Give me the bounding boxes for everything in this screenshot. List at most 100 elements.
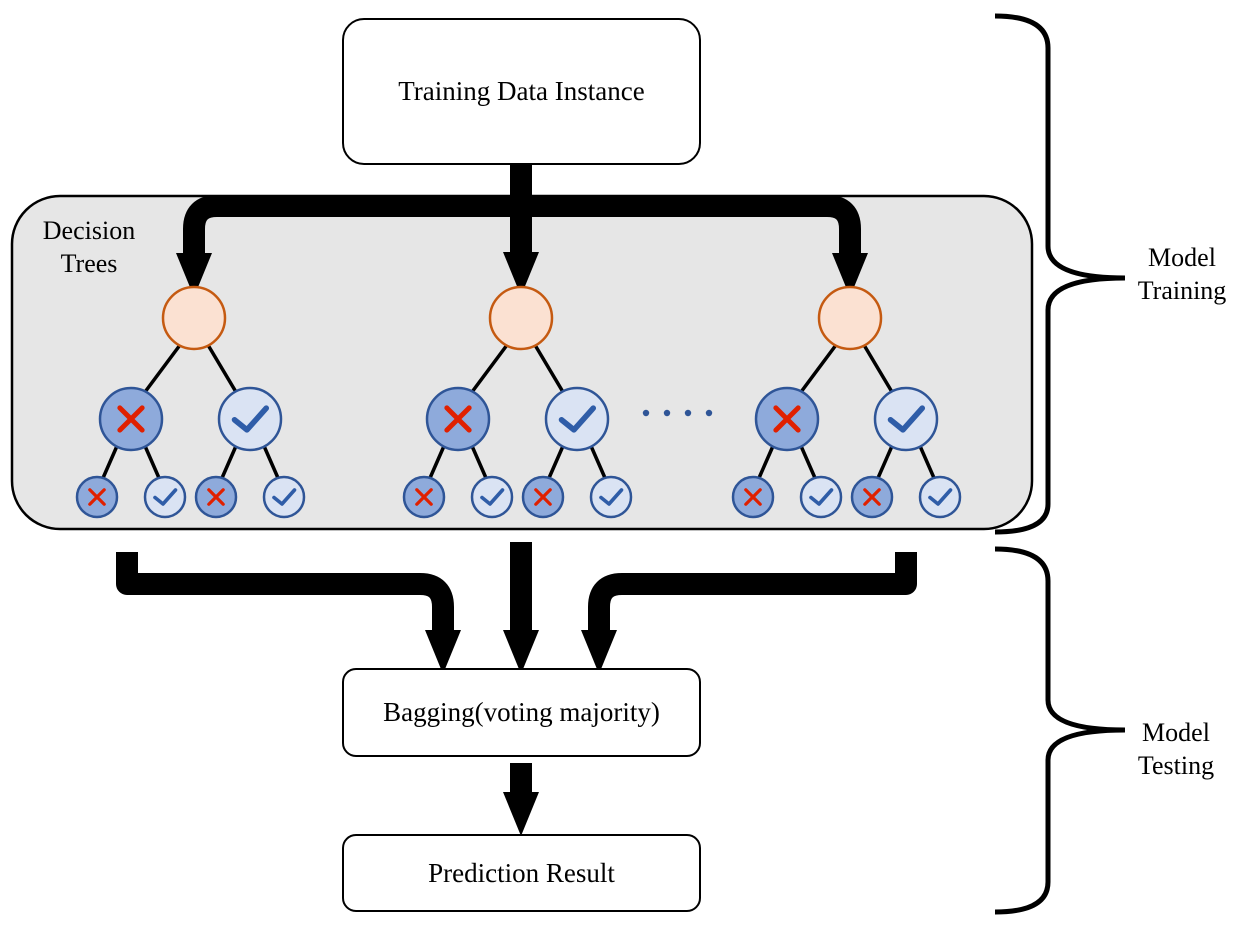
- leaf-node-right-circle: [470, 475, 514, 519]
- prediction-result-box: Prediction Result: [342, 834, 701, 912]
- leaf-node-right: [589, 475, 633, 519]
- training-data-label: Training Data Instance: [398, 76, 645, 106]
- tree-edge: [799, 343, 838, 394]
- tree-edge: [101, 445, 119, 479]
- child-node-wrong: [98, 386, 164, 452]
- prediction-result-label: Prediction Result: [428, 857, 615, 888]
- model-testing-line2: Testing: [1137, 751, 1215, 780]
- root-node: [488, 285, 554, 351]
- leaf-node-right-circle: [262, 475, 306, 519]
- cross-icon: [207, 488, 225, 506]
- tree-edges: [101, 343, 280, 479]
- tree-edge: [757, 445, 775, 479]
- check-icon: [809, 488, 834, 506]
- cross-icon: [415, 488, 433, 506]
- root-node: [161, 285, 227, 351]
- cross-icon: [863, 488, 881, 506]
- arrow-train-right: [521, 195, 868, 297]
- tree-edges: [757, 343, 936, 479]
- child-node-right-circle: [544, 386, 610, 452]
- tree-1: [75, 285, 306, 519]
- trees-layer: [75, 285, 962, 519]
- arrow-train-left: [176, 195, 521, 297]
- tree-edge: [428, 445, 446, 479]
- check-icon: [231, 405, 270, 433]
- model-testing-line1: Model: [1142, 718, 1210, 747]
- bagging-label: Bagging(voting majority): [383, 697, 660, 727]
- leaf-node-wrong: [75, 475, 119, 519]
- tree-edge: [206, 344, 238, 393]
- tree-edge: [470, 445, 488, 479]
- ellipsis-dot: [705, 409, 713, 417]
- tree-edge: [799, 445, 817, 479]
- check-icon: [153, 488, 178, 506]
- check-icon: [928, 488, 953, 506]
- cross-icon: [773, 405, 801, 433]
- leaf-node-right: [918, 475, 962, 519]
- tree-edge: [533, 344, 565, 393]
- cross-icon: [534, 488, 552, 506]
- tree-edge: [876, 445, 894, 479]
- tree-edges: [428, 343, 607, 479]
- tree-edge: [547, 445, 565, 479]
- leaf-node-wrong: [850, 475, 894, 519]
- ellipsis-dot: [684, 409, 692, 417]
- child-node-right: [873, 386, 939, 452]
- bagging-box: Bagging(voting majority): [342, 668, 701, 757]
- ellipsis-dot: [642, 409, 650, 417]
- ellipsis-dot: [663, 409, 671, 417]
- arrow-vote-left: [116, 552, 461, 674]
- model-training-line1: Model: [1148, 243, 1216, 272]
- leaf-node-wrong: [194, 475, 238, 519]
- leaf-node-wrong: [521, 475, 565, 519]
- check-icon: [558, 405, 597, 433]
- check-icon: [480, 488, 505, 506]
- leaf-node-right-circle: [918, 475, 962, 519]
- leaf-node-right: [799, 475, 843, 519]
- decision-trees-label-line1: Decision: [42, 216, 136, 245]
- child-node-right: [217, 386, 283, 452]
- training-arrows: [176, 165, 868, 297]
- tree-2: [402, 285, 633, 519]
- tree-edge: [220, 445, 238, 479]
- leaf-node-right-circle: [143, 475, 187, 519]
- arrow-vote-right: [581, 552, 917, 674]
- leaf-node-right-circle: [589, 475, 633, 519]
- child-node-wrong: [754, 386, 820, 452]
- tree-edge: [143, 445, 161, 479]
- cross-icon: [117, 405, 145, 433]
- leaf-node-right: [143, 475, 187, 519]
- check-icon: [887, 405, 926, 433]
- tree-edge: [589, 445, 607, 479]
- cross-icon: [444, 405, 472, 433]
- cross-icon: [744, 488, 762, 506]
- leaf-node-wrong: [731, 475, 775, 519]
- training-data-box: Training Data Instance: [342, 18, 701, 165]
- cross-icon: [88, 488, 106, 506]
- tree-edge: [262, 445, 280, 479]
- child-node-right: [544, 386, 610, 452]
- decision-trees-label-line2: Trees: [60, 249, 118, 278]
- voting-arrows: [116, 542, 917, 674]
- tree-edge: [143, 343, 182, 394]
- brace-model-testing: [994, 546, 1126, 915]
- leaf-node-right-circle: [799, 475, 843, 519]
- decision-trees-label: Decision Trees: [30, 214, 148, 280]
- brace-model-training: [994, 13, 1126, 535]
- model-testing-label: Model Testing: [1124, 716, 1228, 782]
- leaf-node-wrong: [402, 475, 446, 519]
- root-node: [817, 285, 883, 351]
- tree-edge: [862, 344, 894, 393]
- child-node-wrong: [425, 386, 491, 452]
- check-icon: [599, 488, 624, 506]
- check-icon: [272, 488, 297, 506]
- tree-edge: [918, 445, 936, 479]
- model-training-label: Model Training: [1130, 241, 1233, 307]
- leaf-node-right: [262, 475, 306, 519]
- child-node-right-circle: [217, 386, 283, 452]
- child-node-right-circle: [873, 386, 939, 452]
- leaf-node-right: [470, 475, 514, 519]
- tree-3: [731, 285, 962, 519]
- ellipsis-dots: [642, 409, 713, 417]
